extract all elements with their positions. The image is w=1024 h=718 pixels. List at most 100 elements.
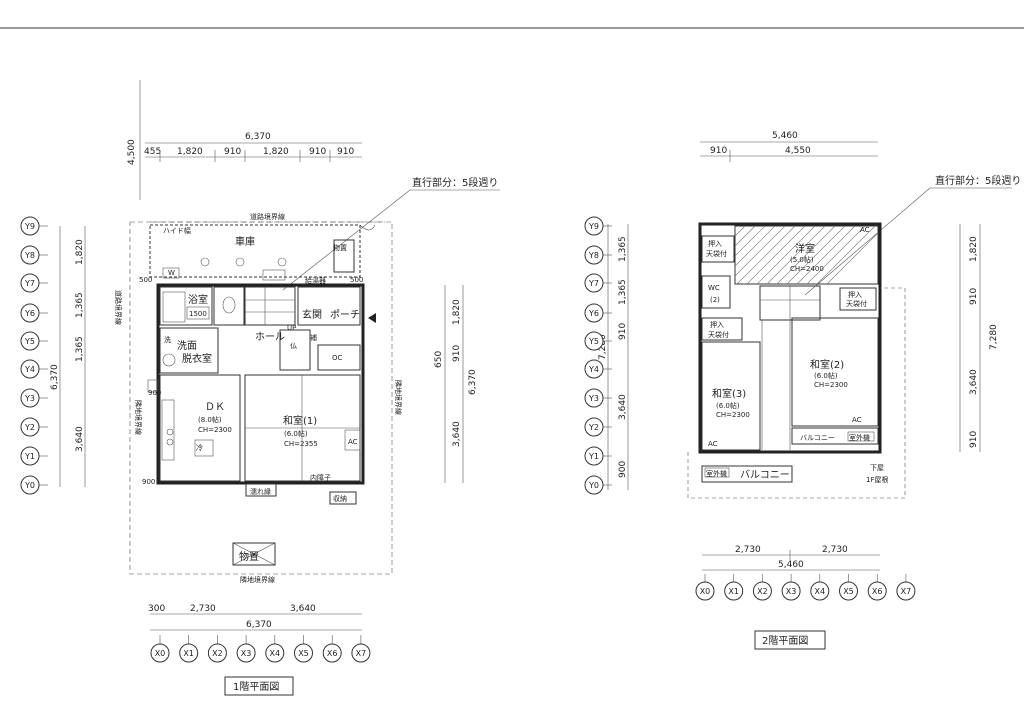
svg-text:Y9: Y9 [24,222,35,231]
svg-text:Y5: Y5 [588,337,599,346]
f2-dim-bottom-0: 2,730 [735,545,761,555]
f2-axis-y5: Y5 [584,331,604,351]
f1-axis-x5: X5 [294,643,313,663]
f2-balcony-b: バルコニー [740,469,790,481]
f1-dk: ＤＫ [205,402,225,413]
f1-dim-left-1: 1,365 [75,292,85,318]
f2-axis-y7: Y7 [584,273,604,293]
f1-ac: AC [348,438,358,446]
svg-text:X4: X4 [270,649,281,658]
f1-butsu: 仏 [290,342,297,350]
svg-text:Y4: Y4 [588,365,599,374]
floor1: 4,500 6,370 455 1,820 910 1,820 910 910 … [50,80,500,696]
f1-dim-top-4: 910 [309,147,326,157]
f1-washitsu-size: (6.0帖) [284,429,308,438]
f2-dim-top-total: 5,460 [772,131,798,141]
f1-dim-left-0: 1,820 [75,239,85,265]
f2-youshitsu-size: (5.0帖) [790,255,814,264]
f2-axis-x0: X0 [695,581,715,601]
f2-oshiire-a2: 天袋付 [706,249,727,258]
f1-axis-x6: X6 [322,643,342,663]
f1-hall: ホール [255,331,285,343]
f1-axis-y6: Y6 [20,303,40,323]
svg-text:Y6: Y6 [24,309,35,318]
f1-dim-right-b1: 3,640 [452,421,462,447]
floor2: 5,460 910 4,550 直行部分：5段週り 洋室 (5.0帖) CH=2… [598,131,1021,650]
f2-youshitsu: 洋室 [795,242,815,255]
f1-entrance: 玄関 [302,308,322,321]
f1-axis-y1: Y1 [20,446,40,466]
svg-text:X1: X1 [183,649,194,658]
f1-dim-left-2: 1,365 [75,336,85,362]
f2-axis-y9: Y9 [584,216,604,236]
f1-axis-x0: X0 [150,643,170,663]
f2-house-outline [698,222,882,454]
f2-axis-y8: Y8 [584,245,604,265]
f1-oc: OC [332,354,343,362]
f1-washitsu: 和室(1) [283,414,317,427]
f2-axis-x5: X5 [839,581,858,601]
f2-note: 直行部分：5段週り [935,174,1021,187]
f2-oshiire-b2: 天袋付 [846,299,867,308]
f2-axis-x1: X1 [724,581,744,601]
f2-dim-right-1: 910 [969,288,979,305]
svg-text:X7: X7 [356,649,367,658]
f1-dim-left-total: 6,370 [50,364,60,390]
f2-axis-x7: X7 [896,581,916,601]
f1-dim-right-0: 1,820 [452,299,462,325]
f1-axis-y3: Y3 [20,388,40,408]
f1-kyuuto: 給湯器 [305,276,326,285]
f1-dim-bottom-1: 2,730 [190,604,216,614]
f1-axis-y4: Y4 [20,359,40,379]
f2-axis-y3: Y3 [584,388,604,408]
svg-text:X7: X7 [901,587,912,596]
f2-balcony-a: バルコニー [800,434,835,442]
f1-dim-top-1: 1,820 [177,147,203,157]
f1-dk-size: (8.0帖) [198,415,222,424]
f2-dim-right-3: 910 [969,431,979,448]
f1-dim-side-top: 4,500 [127,139,137,165]
f2-dim-left-b: 900 [618,461,628,478]
f1-up: UP [287,324,296,332]
f1-dim-top-2: 910 [224,147,241,157]
f1-axis-x3: X3 [236,643,256,663]
f1-bath-sub: 1500 [189,310,207,318]
f2-eaves: 1F屋根 [866,475,888,484]
svg-text:Y0: Y0 [24,481,35,490]
f2-ac3: AC [708,440,718,448]
svg-text:X2: X2 [757,587,768,596]
f2-caption: 2階平面図 [762,635,808,647]
f1-hojo: 補 [310,333,317,342]
f1-bath: 浴室 [188,293,208,306]
f2-dim-left-1: 1,365 [618,279,628,305]
f1-storage: 物置 [333,243,347,252]
f2-dim-left-total: 7,280 [598,334,608,360]
f1-dim-bottom-2: 3,640 [290,604,316,614]
svg-text:Y7: Y7 [588,279,599,288]
svg-text:Y9: Y9 [588,222,599,231]
f2-youshitsu-ch: CH=2400 [790,265,824,273]
f1-dim-right-b0: 6,370 [468,369,478,395]
f1-axis-x2: X2 [207,643,227,663]
f1-axes-x: X0 X1 X2 X3 X4 X5 X6 X7 [150,635,371,663]
f2-kyuuto: 室外機 [849,433,870,442]
f2-roof: 下屋 [870,464,884,472]
f2-dim-right-0: 1,820 [969,236,979,262]
f1-dim-right-1: 650 [434,351,444,368]
f1-road-side: 道路境界線 [114,290,123,325]
f1-storage2: 物置 [239,550,259,563]
f1-washroom: 洗面 [177,340,197,352]
f1-dim-bottom-0: 300 [148,604,165,614]
f2-axis-y2: Y2 [584,417,604,437]
f2-washitsu2-ch: CH=2300 [814,381,848,389]
f1-dim-left-3: 3,640 [75,426,85,452]
f1-small-dim-3: 900 [142,478,155,486]
f1-garage: 車庫 [235,235,255,248]
svg-text:Y0: Y0 [588,481,599,490]
f2-dim-bottom-total: 5,460 [778,560,804,570]
svg-text:Y5: Y5 [24,337,35,346]
f1-axis-x4: X4 [265,643,285,663]
f1-dim-bottom-total: 6,370 [246,620,272,630]
